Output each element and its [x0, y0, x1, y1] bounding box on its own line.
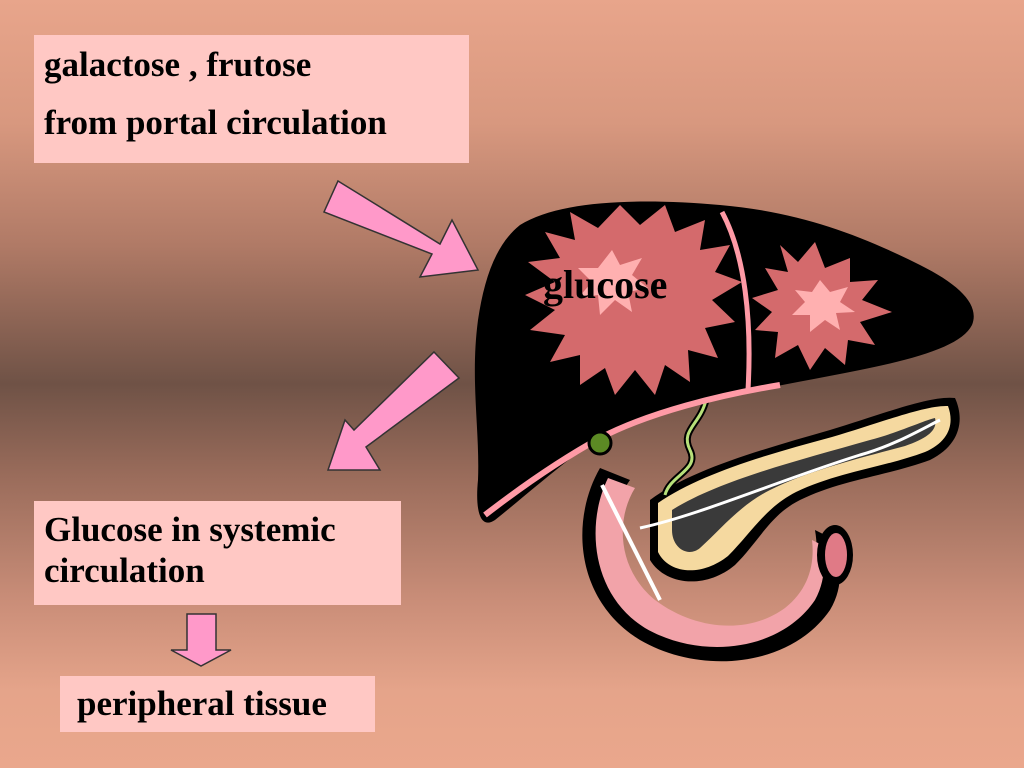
systemic-circulation-box: Glucose in systemic circulation	[34, 501, 401, 605]
duodenum-illustration	[582, 468, 853, 662]
peripheral-tissue-label: peripheral tissue	[77, 684, 327, 723]
liver-glucose-label: glucose	[543, 262, 668, 307]
systemic-line-2: circulation	[44, 550, 205, 590]
liver-illustration	[474, 201, 974, 523]
arrow-down-to-peripheral	[170, 613, 232, 667]
source-sugars-line: galactose , frutose	[44, 45, 312, 84]
pancreas-illustration	[639, 397, 960, 582]
systemic-line-1: Glucose in systemic	[44, 510, 336, 549]
arrow-into-liver	[322, 179, 480, 278]
arrow-out-of-liver	[326, 350, 461, 471]
peripheral-tissue-box: peripheral tissue	[60, 676, 375, 732]
source-sugars-box: galactose , frutose from portal circulat…	[34, 35, 469, 163]
portal-circulation-line: from portal circulation	[44, 102, 387, 142]
